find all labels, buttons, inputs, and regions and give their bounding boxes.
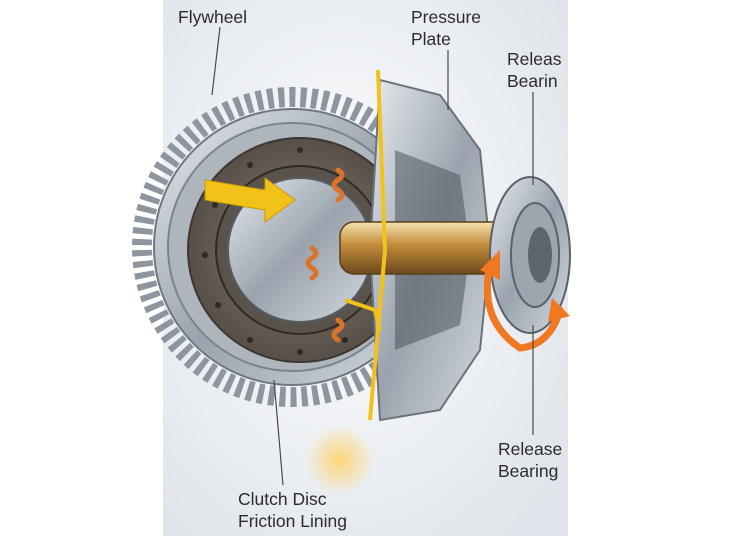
release-bearing-bottom-label-line-1: Release <box>498 439 563 459</box>
flywheel-label-text: Flywheel <box>178 7 248 27</box>
flywheel-label: Flywheel <box>178 6 247 28</box>
release-bearing <box>489 176 571 334</box>
pressure-plate-label: Pressure Plate <box>411 6 481 50</box>
release-bearing-top-label: Releas Bearin <box>507 48 562 92</box>
pressure-plate-label-line-1: Pressure <box>411 7 482 27</box>
damper-springs <box>305 167 345 343</box>
cutaway-highlight <box>344 69 388 421</box>
leader-lines <box>211 26 534 486</box>
release-bearing-top-label-line-2: Bearin <box>507 71 558 91</box>
engagement-arrow <box>204 177 296 223</box>
clutch-disc-label-line-1: Clutch Disc <box>238 489 327 509</box>
spark-glow <box>305 425 375 495</box>
pressure-plate-label-line-2: Plate <box>411 29 451 49</box>
release-bearing-bottom-label: Release Bearing <box>498 438 562 482</box>
clutch-disc-label: Clutch Disc Friction Lining <box>238 488 347 532</box>
release-bearing-top-label-line-1: Releas <box>507 49 562 69</box>
clutch-disc-label-line-2: Friction Lining <box>238 511 347 531</box>
release-bearing-bottom-label-line-2: Bearing <box>498 461 559 481</box>
